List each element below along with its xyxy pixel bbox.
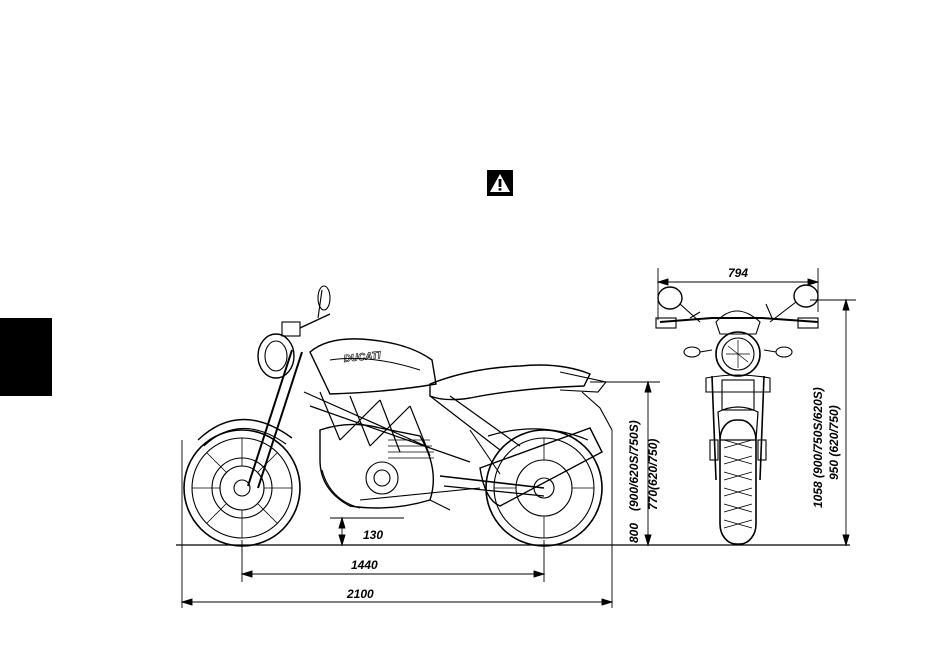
dim-overall-height-a: 1058 (900/750S/620S) <box>811 387 825 508</box>
dim-seat-height-a-group: 800 (900/620S/750S) <box>627 420 641 543</box>
front-view-motorcycle <box>656 285 818 544</box>
dim-seat-height-a-variants: (900/620S/750S) <box>627 420 641 511</box>
dim-overall-height-b: 950 (620/750) <box>827 405 841 480</box>
dim-wheelbase: 1440 <box>351 558 378 572</box>
dim-overall-length: 2100 <box>346 587 374 601</box>
dim-ground-clearance: 130 <box>363 528 383 542</box>
side-view-motorcycle <box>184 286 612 546</box>
tank-brand-logo: DUCATI <box>343 350 381 365</box>
dim-seat-height-a: 800 <box>627 523 641 543</box>
dim-overall-width: 794 <box>728 266 748 280</box>
dim-seat-height-b: 770(620/750) <box>646 439 660 510</box>
